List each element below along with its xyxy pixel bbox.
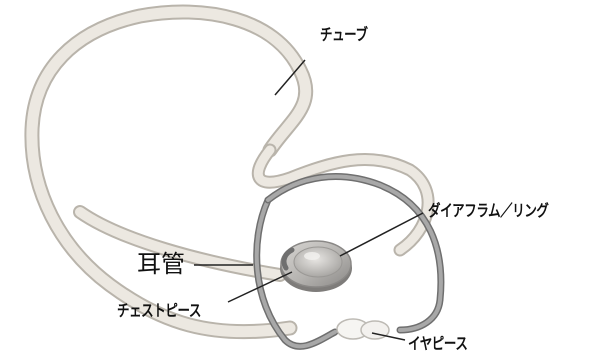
chest-piece — [280, 240, 352, 292]
earpiece — [336, 318, 390, 340]
leader-chest-piece — [227, 271, 293, 303]
label-earpiece: イヤピース — [408, 334, 468, 353]
tube — [24, 4, 314, 340]
leader-lines — [194, 59, 424, 341]
label-ear-tube: 耳管 — [137, 250, 185, 278]
leader-diaphragm-ring — [339, 212, 424, 257]
leader-tube — [274, 59, 306, 96]
label-diaphragm-ring: ダイアフラム／リング — [428, 201, 549, 220]
label-tube: チューブ — [320, 25, 368, 44]
label-chest-piece: チェストピース — [117, 301, 202, 320]
leader-earpiece — [371, 332, 406, 341]
tube-upper-loop — [73, 143, 435, 282]
